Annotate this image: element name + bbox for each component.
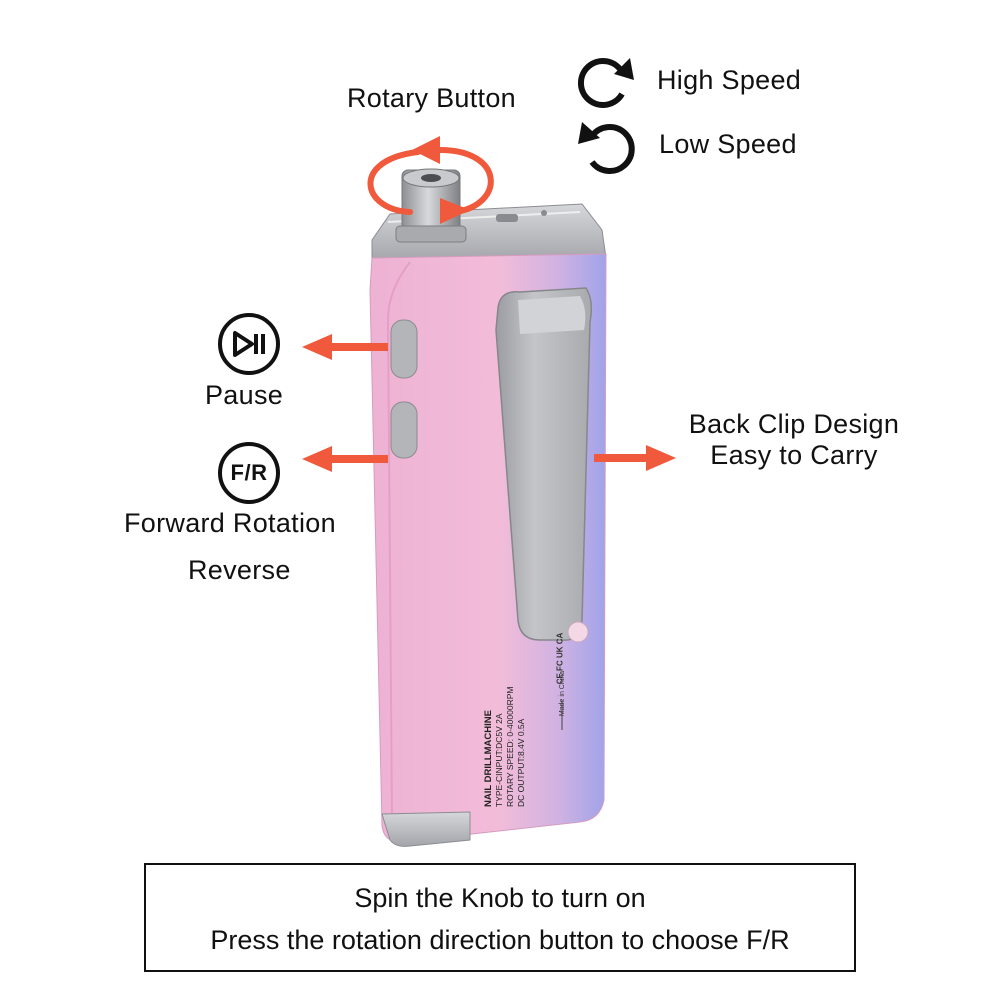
charge-port [496,214,518,222]
arrow-fr-icon [302,446,388,472]
rotation-arrow-icon [367,147,494,215]
fr-icon-text: F/R [230,460,268,485]
easy-to-carry-label: Easy to Carry [710,440,878,470]
reverse-label: Reverse [188,555,291,585]
device-label-line3: DC OUTPUT:8.4V 0.5A [516,718,526,807]
forward-rotation-label: Forward Rotation [124,508,336,538]
fr-icon: F/R [218,442,280,504]
device-label-line1: TYPE-CINPUT:DC5V 2A [494,713,504,807]
back-clip [495,287,593,641]
device-label-line2: ROTARY SPEED: 0-40000RPM [505,686,515,807]
counterclockwise-arrow-icon [578,122,635,174]
instruction-line2: Press the rotation direction button to c… [210,925,790,955]
arrow-pause-icon [302,334,388,360]
pause-button [390,319,418,379]
back-clip-design-label: Back Clip Design [688,409,900,439]
arrow-clip-icon [594,445,676,471]
pause-label: Pause [205,380,284,410]
low-speed-label: Low Speed [659,129,797,159]
device-label: NAIL DRILLMACHINE TYPE-CINPUT:DC5V 2A RO… [483,637,527,807]
instruction-line1: Spin the Knob to turn on [354,883,646,913]
clockwise-arrow-icon [577,58,634,108]
device-label-title: NAIL DRILLMACHINE [483,710,494,807]
play-pause-icon [218,313,280,375]
fr-button [390,401,418,459]
rotary-button-label: Rotary Button [347,83,516,113]
instruction-box: Spin the Knob to turn on Press the rotat… [144,863,856,972]
high-speed-label: High Speed [657,65,802,95]
cert-marks: CE FC UK CA [555,632,565,685]
